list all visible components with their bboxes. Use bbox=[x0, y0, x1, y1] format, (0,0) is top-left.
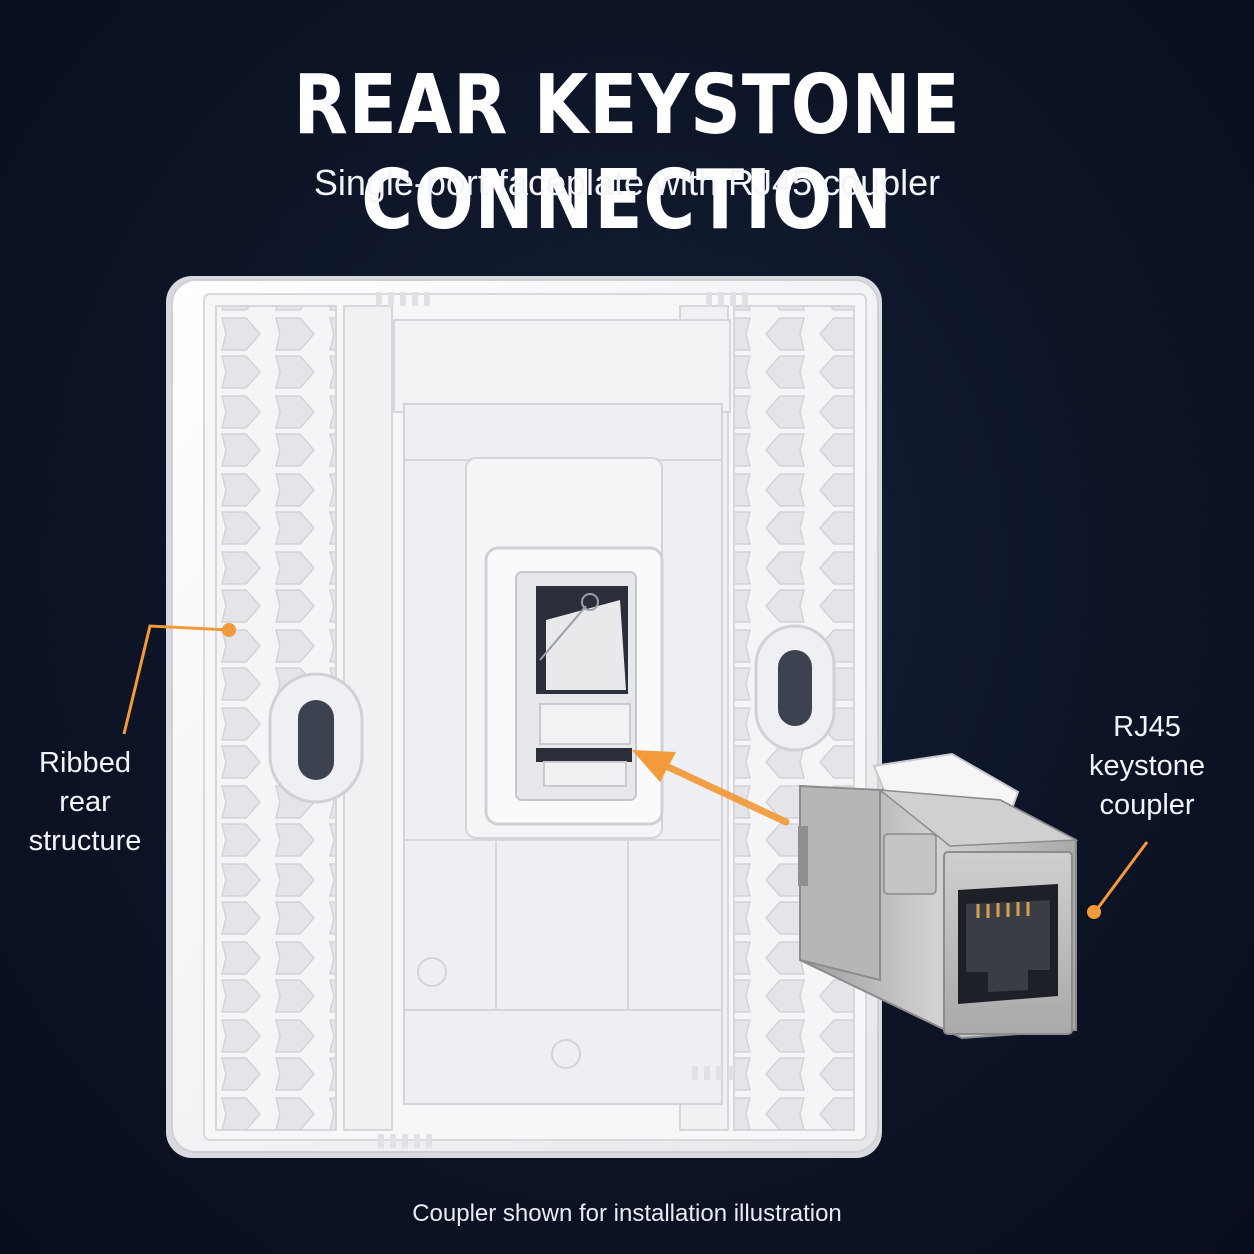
keystone-port bbox=[484, 546, 664, 826]
footer-note: Coupler shown for installation illustrat… bbox=[412, 1200, 842, 1227]
rj45-keystone-coupler bbox=[798, 752, 1079, 1040]
screw-slot-right bbox=[754, 624, 836, 752]
page-subtitle: Single-port faceplate with RJ45 coupler bbox=[313, 162, 941, 203]
callout-right-line-3: coupler bbox=[1099, 789, 1195, 821]
screw-slot-left bbox=[268, 672, 364, 804]
install-arrow bbox=[632, 750, 790, 826]
callout-left-line bbox=[122, 623, 236, 735]
callout-right-line-1: RJ45 bbox=[1113, 711, 1181, 743]
callout-left-line-3: structure bbox=[28, 825, 142, 857]
callout-left-line-1: Ribbed bbox=[39, 747, 131, 779]
callout-left-line-2: rear bbox=[59, 786, 111, 818]
callout-rj45-keystone-coupler: RJ45 keystone coupler bbox=[1062, 708, 1232, 825]
page-title: REAR KEYSTONE CONNECTION bbox=[293, 58, 961, 248]
rj45-jack-opening bbox=[958, 884, 1058, 1004]
faceplate bbox=[166, 276, 882, 1158]
callout-right-line bbox=[1087, 841, 1149, 919]
callout-ribbed-rear-structure: Ribbed rear structure bbox=[10, 744, 160, 861]
callout-right-line-2: keystone bbox=[1088, 750, 1206, 782]
